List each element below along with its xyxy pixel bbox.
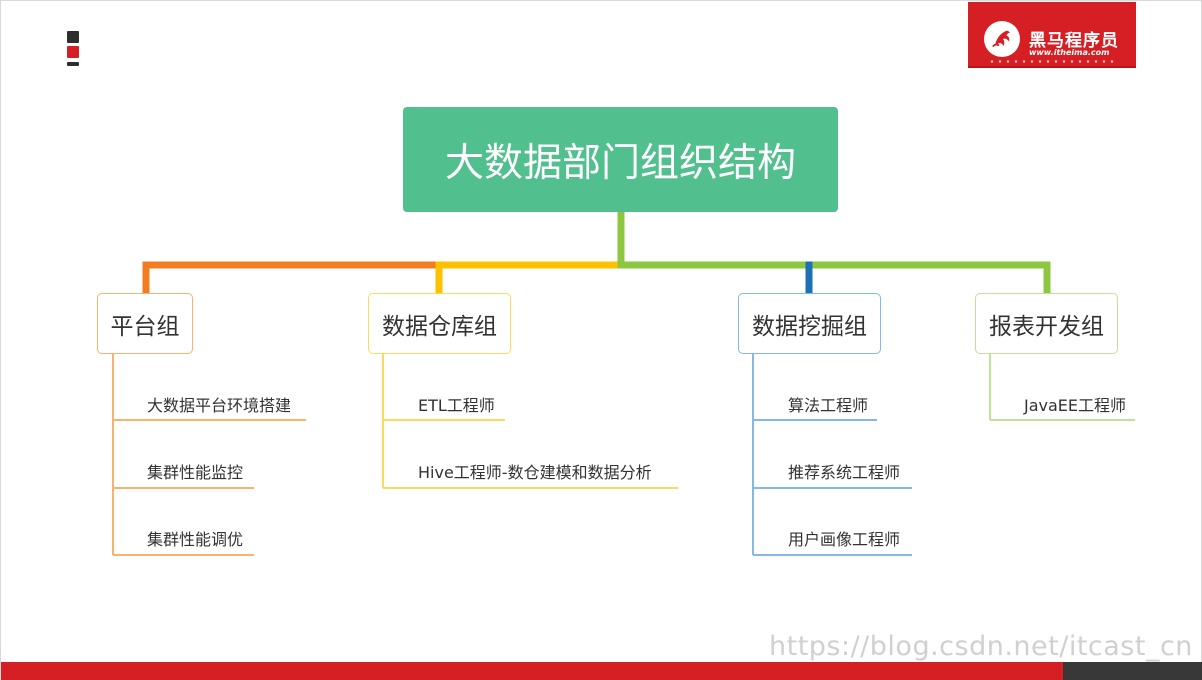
root-title: 大数据部门组织结构 bbox=[403, 107, 838, 212]
csdn-watermark: https://blog.csdn.net/itcast_cn bbox=[769, 631, 1193, 662]
logo-url: www.itheima.com bbox=[1029, 48, 1110, 57]
dark-mark bbox=[67, 31, 79, 43]
horse-logo-icon bbox=[984, 21, 1020, 57]
leaf-javaee-engineer: JavaEE工程师 bbox=[1024, 396, 1127, 415]
leaf-cluster-tuning: 集群性能调优 bbox=[147, 530, 244, 549]
logo-dots bbox=[988, 60, 1116, 63]
leaf-etl-engineer: ETL工程师 bbox=[418, 396, 495, 415]
red-mark bbox=[67, 46, 79, 58]
leaf-algorithm-engineer: 算法工程师 bbox=[788, 396, 869, 415]
logo-name: 黑马程序员 bbox=[1029, 31, 1119, 51]
dark-underline-mark bbox=[67, 62, 79, 66]
bottom-dark-bar bbox=[1063, 662, 1202, 680]
group-data-warehouse: 数据仓库组 bbox=[368, 293, 511, 354]
bottom-red-bar bbox=[1, 662, 1202, 680]
leaf-recommendation-engineer: 推荐系统工程师 bbox=[788, 463, 901, 482]
itheima-logo: 黑马程序员 www.itheima.com bbox=[968, 2, 1136, 66]
leaf-user-profile-engineer: 用户画像工程师 bbox=[788, 530, 901, 549]
slide-marks bbox=[67, 31, 81, 69]
group-report-development: 报表开发组 bbox=[975, 293, 1118, 354]
group-data-mining: 数据挖掘组 bbox=[738, 293, 881, 354]
leaf-platform-environment: 大数据平台环境搭建 bbox=[147, 396, 292, 415]
leaf-hive-engineer: Hive工程师-数仓建模和数据分析 bbox=[418, 463, 652, 482]
group-platform: 平台组 bbox=[97, 293, 193, 354]
leaf-cluster-monitoring: 集群性能监控 bbox=[147, 463, 244, 482]
